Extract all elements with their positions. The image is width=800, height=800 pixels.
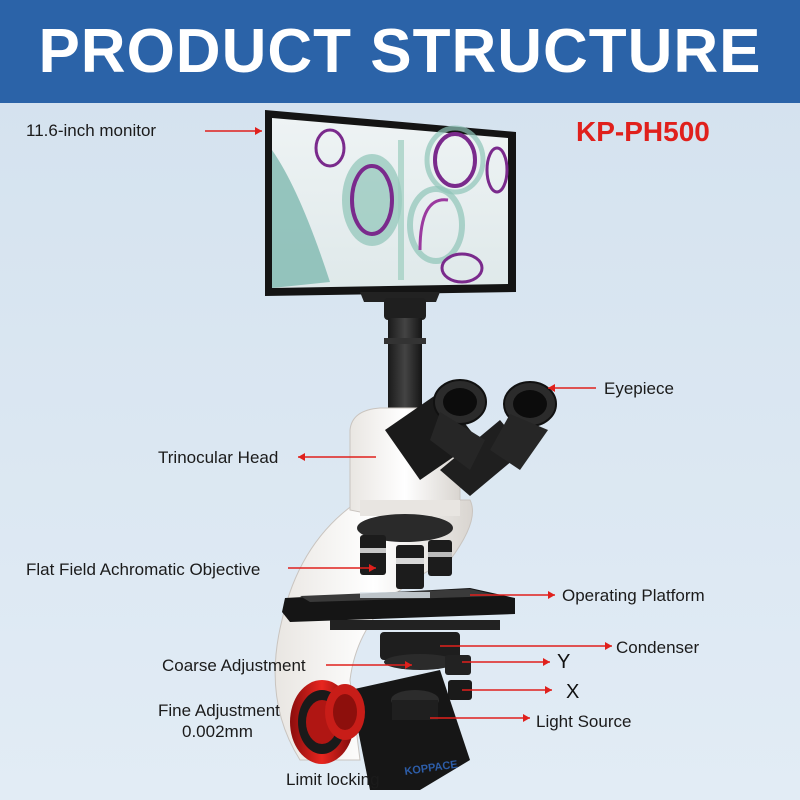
eyepieces — [385, 379, 557, 496]
label-condenser: Condenser — [616, 638, 700, 657]
label-objective: Flat Field Achromatic Objective — [26, 560, 261, 579]
condenser-assembly — [380, 632, 472, 700]
objectives — [357, 514, 453, 589]
label-trinocular-head: Trinocular Head — [158, 448, 279, 467]
label-y-axis: Y — [557, 651, 571, 673]
annotation-arrows — [205, 127, 612, 722]
model-number: KP-PH500 — [576, 116, 710, 147]
label-light-source: Light Source — [536, 712, 632, 731]
label-coarse-adjustment: Coarse Adjustment — [162, 656, 306, 675]
page-title: PRODUCT STRUCTURE — [38, 17, 762, 86]
label-limit-locking: Limit locking — [286, 770, 380, 789]
focus-knobs — [290, 680, 365, 764]
label-fine-adjustment: Fine Adjustment — [158, 701, 280, 720]
label-monitor: 11.6-inch monitor — [26, 121, 157, 140]
label-eyepiece: Eyepiece — [604, 379, 674, 398]
label-fine-value: 0.002mm — [182, 722, 253, 741]
label-x-axis: X — [566, 681, 580, 703]
monitor — [265, 110, 516, 302]
stage — [282, 588, 515, 630]
label-operating-platform: Operating Platform — [562, 586, 705, 605]
camera-adapter — [384, 298, 426, 408]
header-banner: PRODUCT STRUCTURE — [0, 0, 800, 103]
base: KOPPACE — [350, 670, 470, 790]
